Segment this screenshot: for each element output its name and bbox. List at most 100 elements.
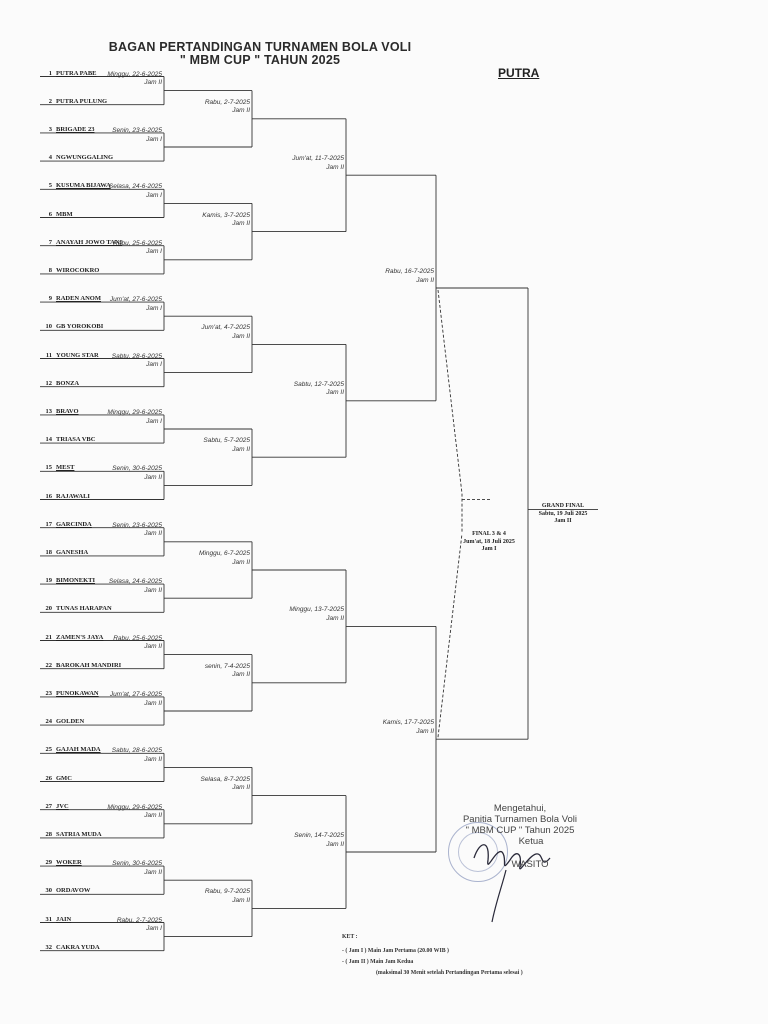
- round1-match-label-date: Sabtu, 28-6-2025: [111, 747, 162, 755]
- round2-match-label-session: Jam II: [232, 220, 250, 228]
- round1-match-label-date: Rabu, 25-6-2025: [113, 239, 162, 247]
- team-name: MEST: [56, 464, 75, 472]
- round1-match-label-date: Rabu, 25-6-2025: [113, 634, 162, 642]
- signature-icon: [473, 844, 551, 923]
- third-place-date: Jum'at, 18 Juli 2025: [463, 538, 515, 545]
- round1-match-label-session: Jam I: [146, 135, 162, 143]
- team-number: 15: [45, 464, 53, 472]
- round1-match-label-date: Senin, 23-6-2025: [112, 127, 162, 134]
- grand-final-title: GRAND FINAL: [541, 503, 585, 509]
- team-name: PUTRA PULUNG: [56, 97, 108, 105]
- team-name: BRAVO: [56, 407, 79, 415]
- round1-match-label-session: Jam I: [146, 925, 162, 933]
- approval-line2: Panitia Turnamen Bola Voli: [462, 814, 578, 825]
- page-title: BAGAN PERTANDINGAN TURNAMEN BOLA VOLI: [108, 40, 412, 54]
- team-name: ANAYAH JOWO TANI: [56, 238, 123, 246]
- round1-match-label-session: Jam II: [144, 473, 162, 481]
- team-number: 13: [45, 407, 53, 415]
- team-name: ZAMEN'S JAYA: [56, 633, 104, 641]
- grand-final-date: Sabtu, 19 Juli 2025: [538, 510, 588, 517]
- round3-match-label-session: Jam II: [326, 840, 344, 848]
- round2-match-label-date: Minggu, 6-7-2025: [199, 550, 250, 557]
- round1-match-label-date: Minggu, 22-6-2025: [107, 70, 162, 78]
- round2-match-label-date: senin, 7-4-2025: [204, 662, 250, 670]
- semifinal-match-label-session: Jam II: [416, 727, 434, 735]
- team-name: JAIN: [56, 915, 72, 923]
- team-number: 20: [45, 605, 53, 613]
- team-number: 3: [48, 125, 52, 133]
- team-number: 12: [45, 379, 53, 387]
- team-name: NGWUNGGALING: [56, 154, 114, 162]
- round1-match-label-date: Senin, 23-6-2025: [112, 521, 162, 529]
- round2-match-label-session: Jam II: [232, 107, 250, 115]
- round1-match-label-date: Minggu, 29-6-2025: [107, 409, 162, 416]
- semifinal-match-label-date: Rabu, 16-7-2025: [385, 268, 434, 275]
- team-name: RAJAWALI: [56, 492, 90, 500]
- round3-match-label-date: Sabtu, 12-7-2025: [293, 380, 344, 388]
- round2-match-label-session: Jam II: [232, 784, 250, 792]
- team-number: 9: [48, 295, 52, 303]
- team-number: 19: [45, 577, 53, 585]
- team-number: 7: [48, 238, 52, 246]
- team-name: KUSUMA BIJAWA: [56, 182, 111, 190]
- round3-match-label-session: Jam II: [326, 389, 344, 397]
- page-subtitle: " MBM CUP " TAHUN 2025: [179, 53, 341, 67]
- approval-block: Mengetahui, Panitia Turnamen Bola Voli "…: [440, 803, 600, 870]
- round1-match-label-date: Sabtu, 28-6-2025: [111, 352, 162, 360]
- round1-match-label-session: Jam II: [144, 755, 162, 763]
- team-name: BRIGADE 23: [56, 125, 95, 133]
- round1-match-label-session: Jam II: [144, 868, 162, 876]
- semifinal-match-label-date: Kamis, 17-7-2025: [382, 719, 434, 727]
- team-name: YOUNG STAR: [56, 351, 99, 359]
- team-name: WIROCOKRO: [56, 266, 100, 274]
- round3-match-label-date: Senin, 14-7-2025: [294, 832, 344, 839]
- round2-match-label-session: Jam II: [232, 332, 250, 340]
- team-number: 26: [45, 774, 53, 782]
- team-number: 22: [45, 661, 53, 669]
- team-number: 30: [45, 887, 53, 895]
- team-name: TUNAS HARAPAN: [56, 605, 112, 613]
- round2-match-label-session: Jam II: [232, 558, 250, 566]
- third-place-link: [437, 289, 463, 494]
- notes-line1: - ( Jam I ) Main Jam Pertama (20.00 WIB …: [342, 948, 449, 954]
- round1-match-label-date: Selasa, 24-6-2025: [108, 183, 162, 191]
- grand-final-session: Jam II: [554, 518, 572, 524]
- team-number: 27: [45, 802, 53, 810]
- notes-heading: KET :: [342, 934, 358, 940]
- approval-line3: " MBM CUP " Tahun 2025: [465, 825, 575, 836]
- team-number: 16: [45, 492, 53, 500]
- round1-match-label-session: Jam I: [146, 417, 162, 425]
- team-name: GANESHA: [56, 548, 89, 556]
- team-name: CAKRA YUDA: [56, 943, 100, 951]
- team-number: 6: [48, 210, 52, 218]
- team-name: GOLDEN: [56, 718, 85, 726]
- round3-match-label-session: Jam II: [326, 163, 344, 171]
- notes-line2: - ( Jam II ) Main Jam Kedua: [342, 959, 414, 965]
- round3-match-label-date: Minggu, 13-7-2025: [289, 606, 344, 614]
- round3-match-label-session: Jam II: [326, 614, 344, 622]
- round1-match-label-date: Senin, 30-6-2025: [112, 860, 162, 868]
- team-number: 21: [45, 633, 53, 641]
